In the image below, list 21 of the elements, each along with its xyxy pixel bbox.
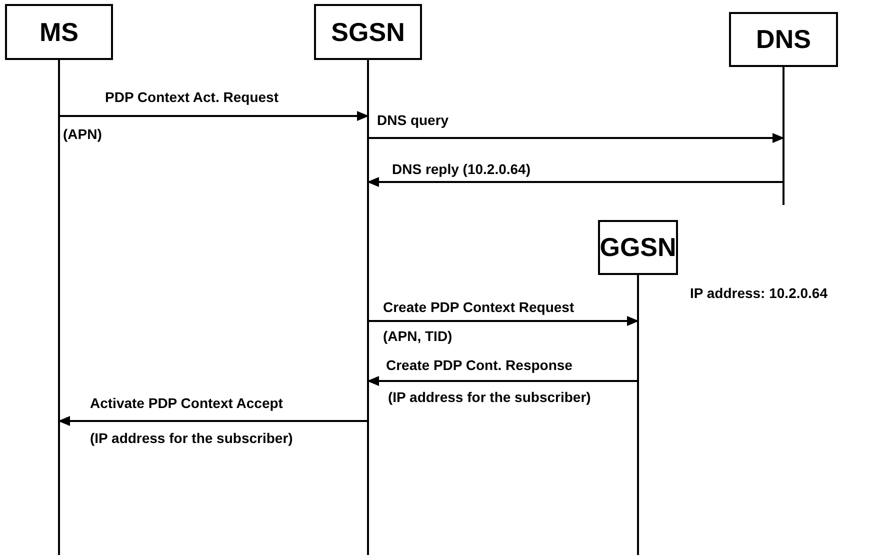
entity-name: SGSN — [331, 16, 405, 48]
message-label: Activate PDP Context Accept — [90, 395, 283, 411]
message-arrow — [368, 133, 784, 143]
message-arrow — [367, 177, 784, 187]
message-parameter: (APN, TID) — [383, 328, 452, 344]
entity-name: GGSN — [600, 232, 676, 263]
message-arrow — [368, 316, 639, 326]
message-label: PDP Context Act. Request — [105, 89, 278, 105]
message-label: DNS reply (10.2.0.64) — [392, 161, 531, 177]
message-parameter: (APN) — [63, 126, 102, 142]
message-parameter: (IP address for the subscriber) — [90, 430, 293, 446]
message-arrow — [58, 416, 368, 426]
message-label: Create PDP Cont. Response — [386, 357, 572, 373]
entity-name: DNS — [756, 24, 811, 55]
message-parameter: (IP address for the subscriber) — [388, 389, 591, 405]
message-label: DNS query — [377, 112, 449, 128]
address-note: IP address: 10.2.0.64 — [690, 285, 828, 301]
entity-name: MS — [40, 16, 78, 48]
message-arrow — [367, 376, 638, 386]
message-arrow — [59, 111, 369, 121]
message-label: Create PDP Context Request — [383, 299, 574, 315]
